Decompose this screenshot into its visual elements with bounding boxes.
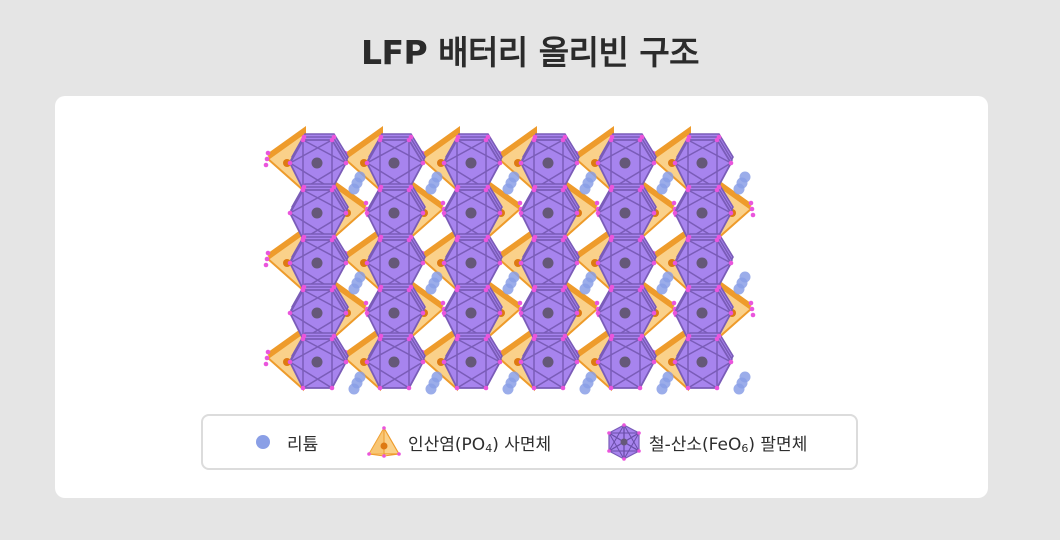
- iron-atom: [542, 356, 554, 368]
- iron-atom: [542, 157, 554, 169]
- iron-atom: [465, 207, 477, 219]
- lithium-ion: [656, 183, 668, 195]
- iron-atom: [465, 257, 477, 269]
- lithium-ion: [425, 183, 437, 195]
- lithium-ion: [733, 283, 745, 295]
- iron-atom: [465, 307, 477, 319]
- olivine-lattice-diagram: [263, 126, 756, 395]
- lithium-ion: [502, 183, 514, 195]
- iron-atom: [696, 207, 708, 219]
- iron-atom: [696, 157, 708, 169]
- iron-atom: [388, 307, 400, 319]
- lithium-ion: [425, 383, 437, 395]
- iron-atom: [619, 157, 631, 169]
- iron-atom: [619, 307, 631, 319]
- iron-atom: [388, 356, 400, 368]
- legend-label-tetrahedron: 인산염(PO4) 사면체: [408, 434, 552, 455]
- iron-atom: [696, 257, 708, 269]
- iron-atom: [311, 356, 323, 368]
- iron-atom: [388, 157, 400, 169]
- lithium-ion: [656, 383, 668, 395]
- lithium-ion: [579, 183, 591, 195]
- lithium-ion: [656, 283, 668, 295]
- iron-atom: [696, 307, 708, 319]
- page-title: LFP 배터리 올리빈 구조: [360, 33, 700, 72]
- iron-atom: [542, 307, 554, 319]
- lithium-ion: [579, 283, 591, 295]
- iron-atom: [542, 257, 554, 269]
- iron-atom: [311, 207, 323, 219]
- iron-atom: [311, 307, 323, 319]
- iron-atom: [311, 157, 323, 169]
- diagram-card: 리튬 인산염(PO4) 사면체: [55, 96, 988, 498]
- iron-atom: [619, 356, 631, 368]
- lithium-ion: [348, 183, 360, 195]
- lithium-ion: [579, 383, 591, 395]
- iron-atom: [619, 207, 631, 219]
- iron-atom: [619, 257, 631, 269]
- iron-atom: [465, 157, 477, 169]
- lithium-ion: [733, 383, 745, 395]
- legend: 리튬 인산염(PO4) 사면체: [201, 414, 858, 470]
- legend-item-tetrahedron: 인산염(PO4) 사면체: [366, 416, 551, 468]
- lithium-ion: [502, 283, 514, 295]
- legend-item-octahedron: 철-산소(FeO6) 팔면체: [605, 416, 807, 468]
- iron-atom: [542, 207, 554, 219]
- lithium-ion: [348, 383, 360, 395]
- lithium-ion: [733, 183, 745, 195]
- lithium-ion: [502, 383, 514, 395]
- legend-label-octahedron: 철-산소(FeO6) 팔면체: [649, 434, 808, 455]
- lithium-ion: [425, 283, 437, 295]
- octahedron-icon: [607, 423, 641, 461]
- iron-atom: [465, 356, 477, 368]
- iron-atom: [388, 207, 400, 219]
- iron-atom: [388, 257, 400, 269]
- legend-item-lithium: 리튬: [255, 416, 318, 468]
- iron-atom: [696, 356, 708, 368]
- tetrahedron-icon: [367, 426, 401, 458]
- lithium-dot-icon: [256, 435, 270, 449]
- iron-atom: [311, 257, 323, 269]
- lithium-ion: [348, 283, 360, 295]
- legend-label-lithium: 리튬: [287, 434, 319, 455]
